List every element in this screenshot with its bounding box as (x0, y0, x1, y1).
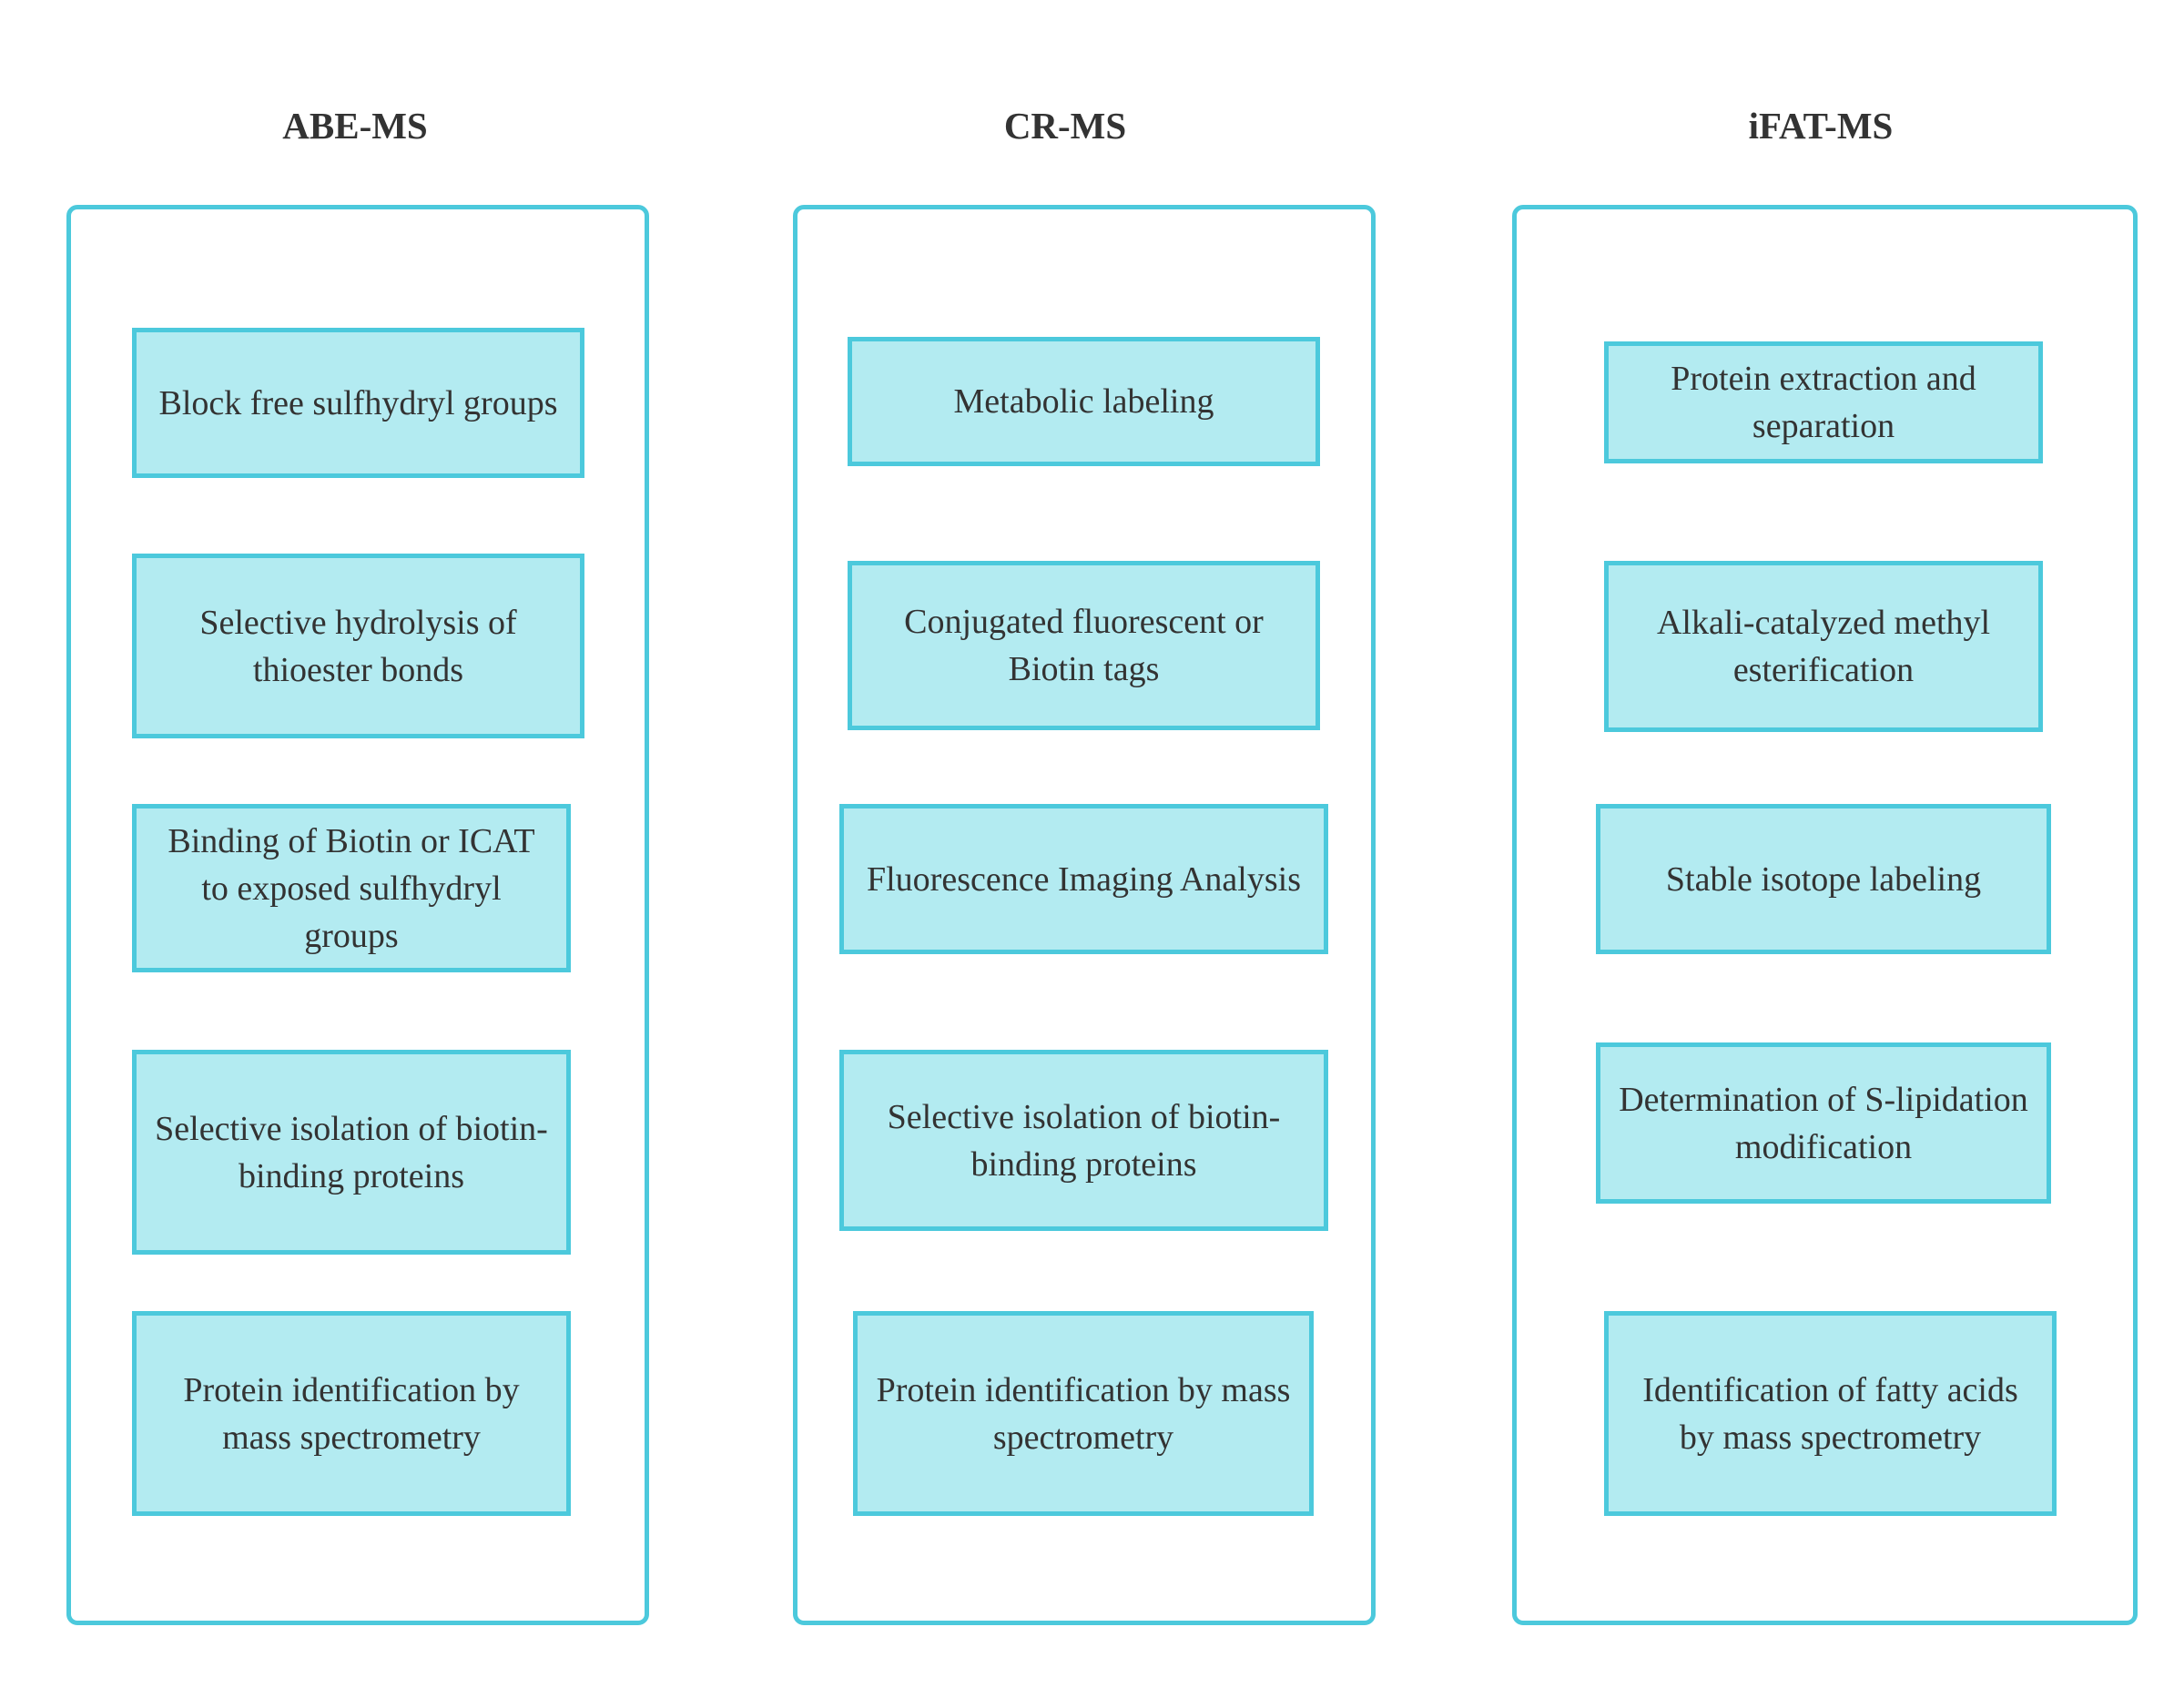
step-label: Binding of Biotin or ICAT to exposed sul… (168, 821, 535, 955)
step-ifat-ms-4: Determination of S-lipidation modificati… (1596, 1042, 2051, 1204)
column-title-ifat-ms: iFAT-MS (1748, 105, 1894, 147)
step-abe-ms-4: Selective isolation of biotin-binding pr… (132, 1050, 571, 1255)
step-label: Metabolic labeling (953, 382, 1214, 421)
column-title-abe-ms: ABE-MS (282, 105, 428, 147)
step-label: Block free sulfhydryl groups (158, 383, 558, 422)
step-label: Protein extraction and separation (1671, 360, 1976, 445)
step-label: Protein identification by mass spectrome… (876, 1370, 1291, 1457)
step-label: Conjugated fluorescent or Biotin tags (904, 603, 1264, 688)
step-cr-ms-2: Conjugated fluorescent or Biotin tags (848, 561, 1320, 730)
step-ifat-ms-1: Protein extraction and separation (1604, 341, 2043, 463)
step-cr-ms-5: Protein identification by mass spectrome… (853, 1311, 1314, 1516)
step-abe-ms-2: Selective hydrolysis of thioester bonds (132, 554, 584, 738)
step-ifat-ms-3: Stable isotope labeling (1596, 804, 2051, 954)
step-label: Stable isotope labeling (1665, 859, 1982, 899)
step-ifat-ms-5: Identification of fatty acids by mass sp… (1604, 1311, 2057, 1516)
step-label: Identification of fatty acids by mass sp… (1642, 1370, 2018, 1457)
step-abe-ms-5: Protein identification by mass spectrome… (132, 1311, 571, 1516)
step-cr-ms-3: Fluorescence Imaging Analysis (839, 804, 1328, 954)
step-label: Selective hydrolysis of thioester bonds (199, 603, 517, 689)
step-label: Determination of S-lipidation modificati… (1619, 1080, 2028, 1166)
step-abe-ms-1: Block free sulfhydryl groups (132, 328, 584, 478)
step-label: Selective isolation of biotin-binding pr… (887, 1097, 1281, 1184)
step-label: Alkali-catalyzed methyl esterification (1656, 604, 1991, 689)
column-title-cr-ms: CR-MS (1003, 105, 1127, 147)
step-label: Selective isolation of biotin-binding pr… (155, 1109, 548, 1195)
step-cr-ms-1: Metabolic labeling (848, 337, 1320, 466)
step-ifat-ms-2: Alkali-catalyzed methyl esterification (1604, 561, 2043, 732)
step-label: Protein identification by mass spectrome… (183, 1370, 520, 1457)
step-cr-ms-4: Selective isolation of biotin-binding pr… (839, 1050, 1328, 1231)
step-abe-ms-3: Binding of Biotin or ICAT to exposed sul… (132, 804, 571, 972)
step-label: Fluorescence Imaging Analysis (866, 859, 1301, 899)
